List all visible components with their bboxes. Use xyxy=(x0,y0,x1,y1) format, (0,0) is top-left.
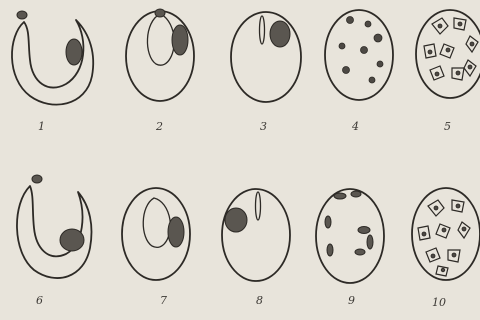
stage-2-outer xyxy=(126,11,194,101)
stage-7-inner-loop xyxy=(143,198,170,247)
stage-1-label: 1 xyxy=(38,120,45,133)
stage-9-body xyxy=(358,227,370,234)
stage-4-dot xyxy=(347,17,354,24)
stage-1-drawing xyxy=(12,11,93,105)
stage-3-drawing xyxy=(231,12,301,102)
stage-8-label: 8 xyxy=(256,294,263,307)
stage-9-outer xyxy=(316,189,384,283)
stage-7-drawing xyxy=(122,188,190,280)
stage-8-mass xyxy=(225,208,247,232)
stage-3-outer xyxy=(231,12,301,102)
stage-4-dot xyxy=(374,34,382,42)
stage-4-dot xyxy=(369,77,375,83)
stage-10-label: 10 xyxy=(432,296,446,309)
stage-2-drawing xyxy=(126,9,194,101)
stage-8-slit xyxy=(256,192,261,220)
stage-5-drawing xyxy=(416,10,480,98)
stage-9-body xyxy=(325,216,331,228)
stage-3-slit xyxy=(260,16,265,44)
stage-7-label: 7 xyxy=(160,294,167,307)
stage-9-body xyxy=(334,193,346,199)
stage-9-drawing xyxy=(316,189,384,283)
stage-9-body xyxy=(367,235,373,249)
stage-9-body xyxy=(351,191,361,197)
stage-7-side-mass xyxy=(168,217,184,247)
stage-6-label: 6 xyxy=(36,294,43,307)
stage-4-dot xyxy=(365,21,371,27)
stage-2-side-mass xyxy=(172,25,188,55)
stage-1-outline xyxy=(12,20,93,105)
stage-9-body xyxy=(327,244,333,256)
stage-10-drawing xyxy=(412,188,480,280)
stage-6-side-mass xyxy=(60,229,84,251)
stage-9-label: 9 xyxy=(348,294,355,307)
stage-6-top-blob xyxy=(32,175,42,183)
stage-4-dot xyxy=(361,47,368,54)
stage-2-label: 2 xyxy=(155,120,163,133)
stage-3-label: 3 xyxy=(260,120,267,133)
stage-6-drawing xyxy=(17,175,92,278)
stage-5-label: 5 xyxy=(444,120,451,133)
stage-2-top-blob xyxy=(155,9,165,17)
stage-4-dot xyxy=(377,61,383,67)
stage-4-dot xyxy=(343,67,350,74)
stage-4-dot xyxy=(339,43,345,49)
stage-1-top-blob xyxy=(17,11,27,19)
stage-1-side-mass xyxy=(66,39,82,65)
stage-4-drawing xyxy=(325,10,393,100)
stage-4-label: 4 xyxy=(351,120,359,133)
stage-2-inner-loop xyxy=(147,14,174,65)
stage-4-outer xyxy=(325,10,393,100)
stage-9-body xyxy=(355,249,365,255)
stage-3-mass xyxy=(270,21,290,47)
stage-8-drawing xyxy=(222,189,290,281)
